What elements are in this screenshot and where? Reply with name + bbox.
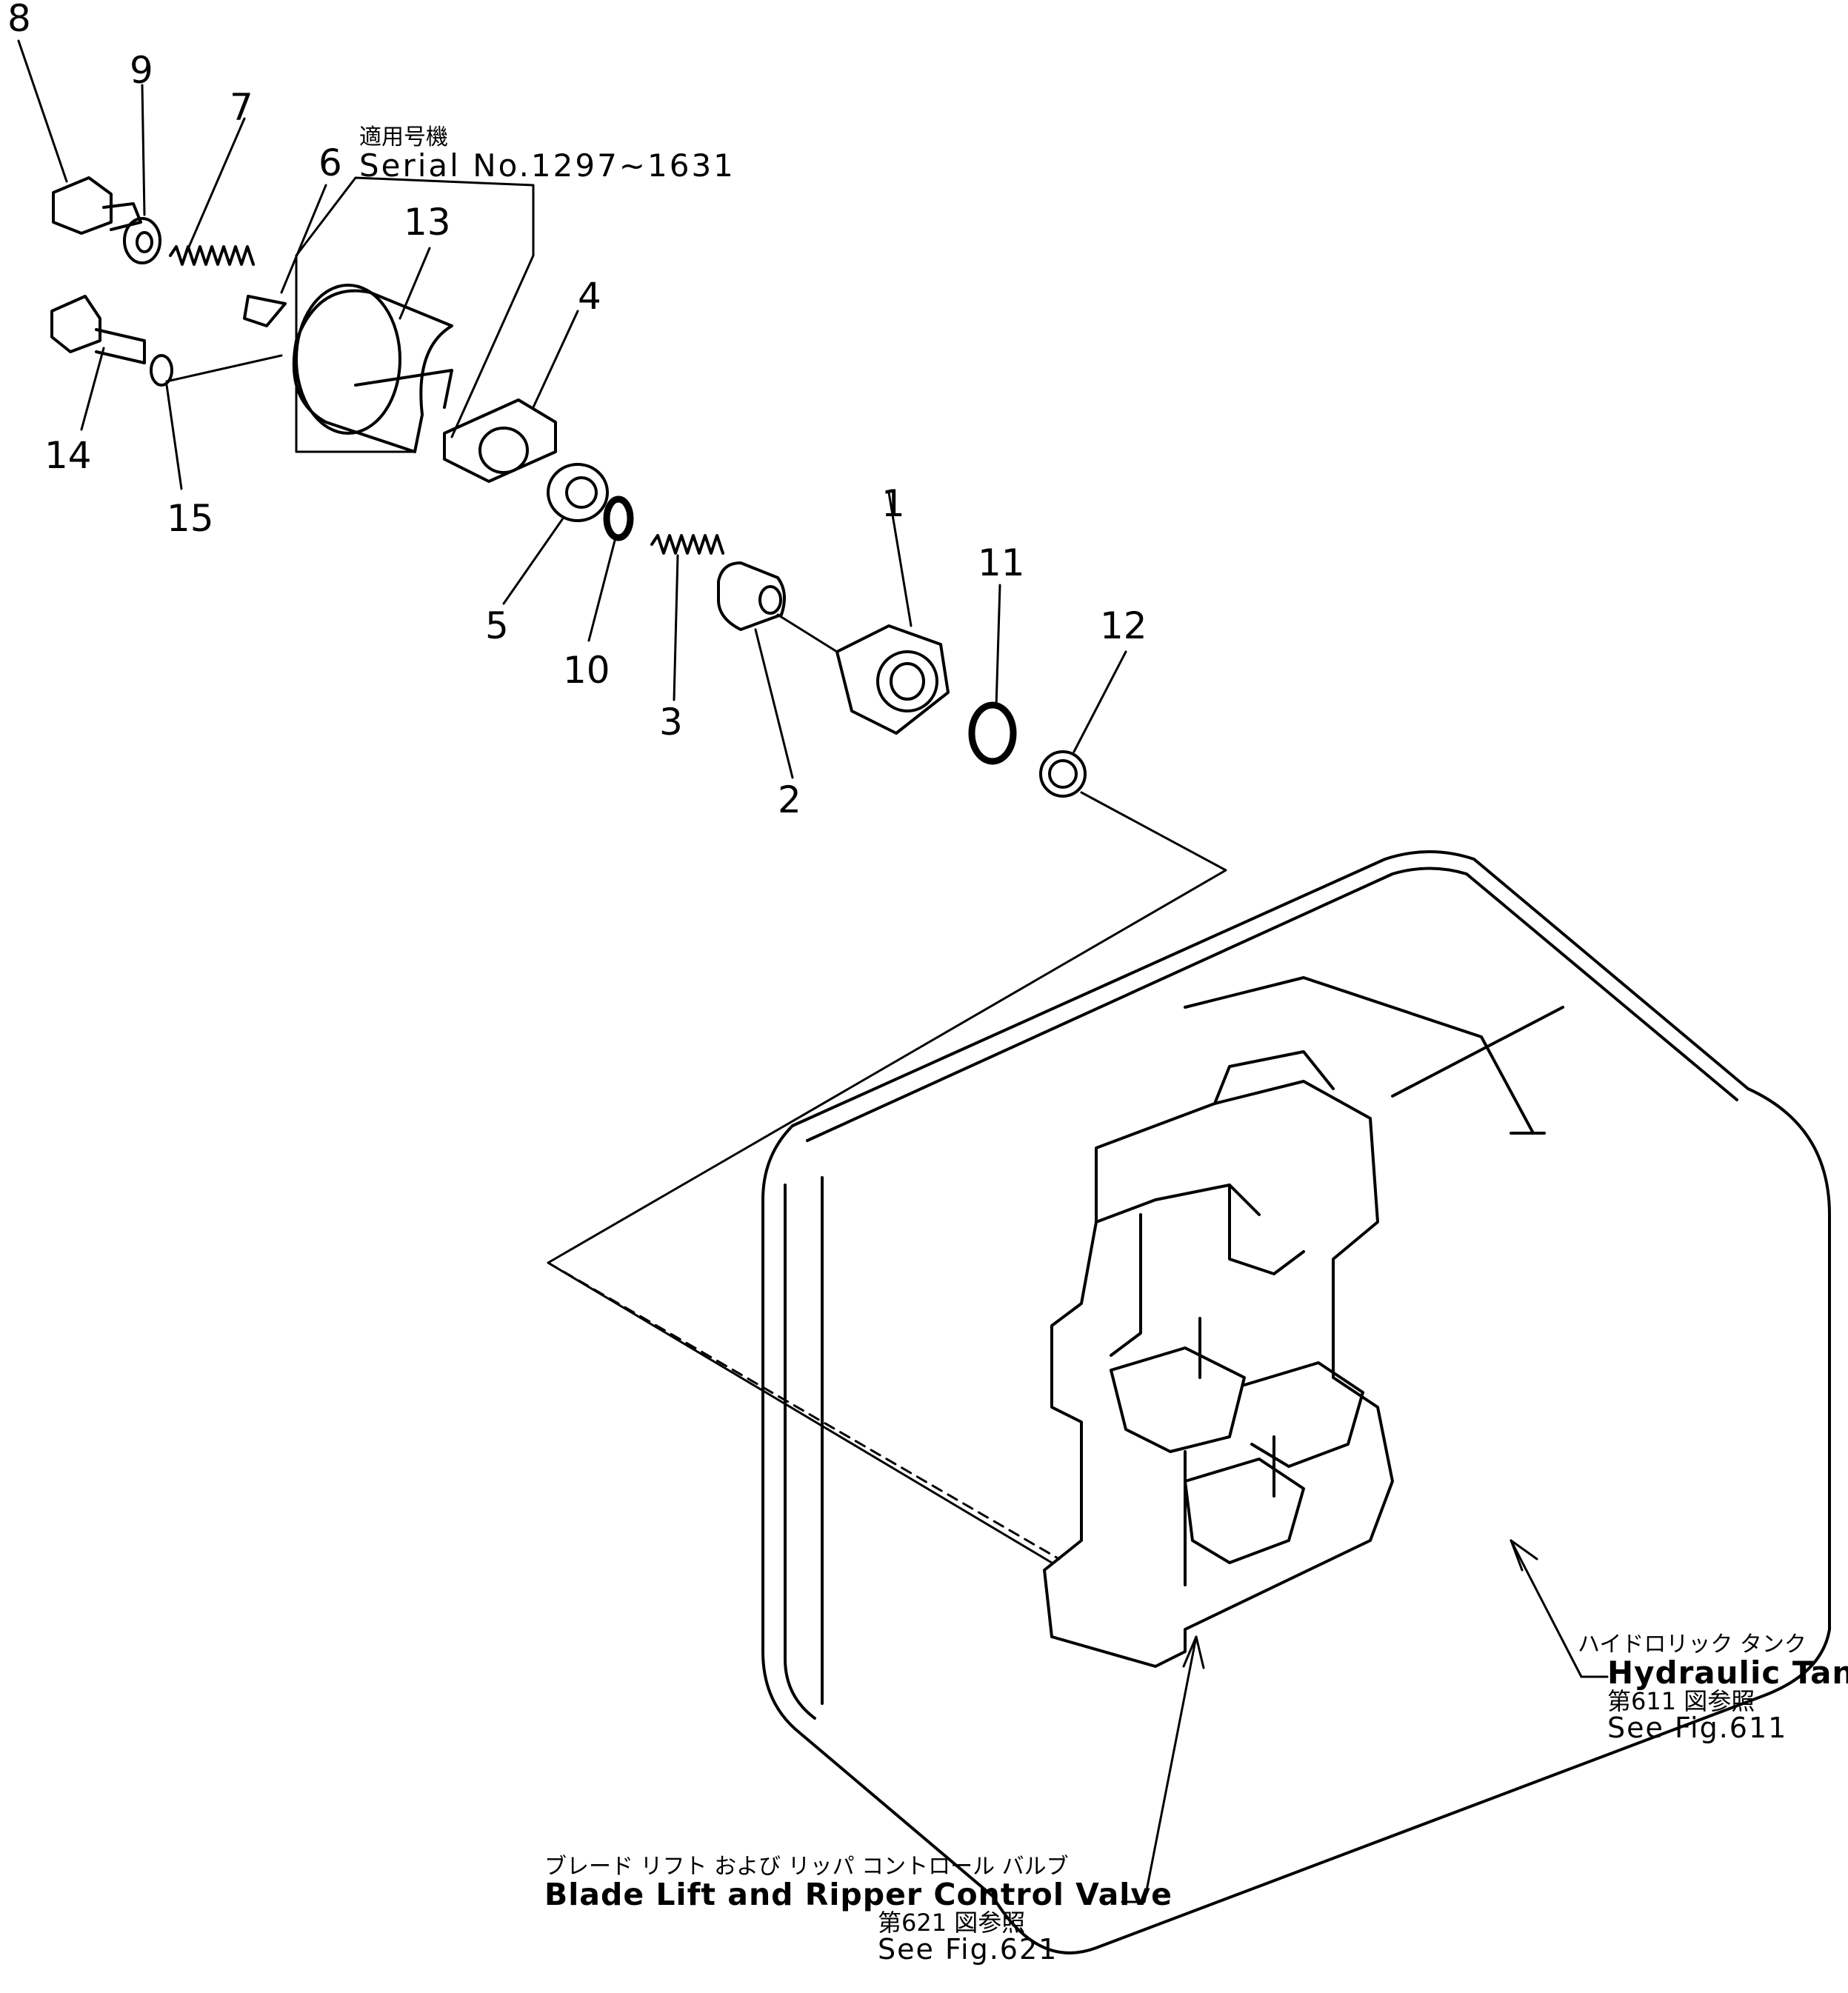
part-10-o-ring	[603, 495, 634, 541]
control-valve-label-jp: ブレード リフト および リッパ コントロール バルブ	[544, 1854, 1069, 1880]
control-valve-drawing	[1043, 1050, 1394, 1668]
part-7-spring	[169, 245, 255, 266]
part-2-sleeve	[717, 561, 786, 631]
callout-2: 2	[778, 778, 801, 821]
callout-11: 11	[978, 541, 1025, 584]
part-14-bolt	[50, 295, 101, 353]
part-6-poppet	[243, 295, 287, 327]
callout-6: 6	[318, 141, 342, 184]
callout-13: 13	[404, 201, 451, 244]
part-12-seal	[1039, 750, 1087, 798]
part-4-flange	[443, 398, 557, 483]
part-15-washer	[150, 354, 173, 387]
callout-3: 3	[659, 701, 683, 744]
callout-7: 7	[230, 86, 253, 129]
hydraulic-tank-ref-jp: 第611 図参照	[1607, 1686, 1755, 1715]
callout-4: 4	[578, 275, 601, 318]
part-8-plug	[52, 176, 113, 235]
part-13-strainer	[292, 289, 453, 453]
hydraulic-tank-drawing	[761, 850, 1831, 1954]
callout-12: 12	[1100, 604, 1147, 647]
callout-1: 1	[881, 482, 905, 525]
callout-9: 9	[130, 49, 153, 92]
control-valve-annotation: ブレード リフト および リッパ コントロール バルブ Blade Lift a…	[544, 1854, 1172, 1966]
annotation-pointers	[1121, 1539, 1609, 1903]
serial-note: 適用号機 Serial No.1297~1631	[359, 126, 735, 182]
callout-15: 15	[167, 497, 214, 540]
hydraulic-tank-label-jp: ハイドロリック タンク	[1578, 1632, 1807, 1658]
assembly-lines	[165, 176, 1227, 1564]
callout-5: 5	[485, 604, 509, 647]
hydraulic-tank-annotation: ハイドロリック タンク Hydraulic Tank 第611 図参照 See …	[1578, 1633, 1848, 1743]
serial-note-jp: 適用号機	[359, 124, 448, 150]
control-valve-ref-jp: 第621 図参照	[878, 1908, 1026, 1937]
leader-lines	[17, 39, 1127, 779]
hydraulic-tank-label-en: Hydraulic Tank	[1607, 1654, 1848, 1691]
callout-8: 8	[7, 0, 31, 40]
part-11-o-ring	[968, 701, 1017, 765]
callout-10: 10	[563, 649, 610, 692]
part-9-nut	[123, 217, 161, 264]
control-valve-ref-en: See Fig.621	[878, 1933, 1058, 1966]
valve-parts-drawing	[50, 176, 1087, 798]
control-valve-label-en: Blade Lift and Ripper Control Valve	[544, 1876, 1172, 1912]
callout-14: 14	[44, 434, 92, 477]
part-3-spring	[650, 534, 724, 555]
hydraulic-tank-ref-en: See Fig.611	[1607, 1712, 1788, 1745]
part-1-body	[835, 624, 950, 735]
serial-note-en: Serial No.1297~1631	[359, 147, 735, 184]
part-5-ring	[547, 463, 609, 522]
